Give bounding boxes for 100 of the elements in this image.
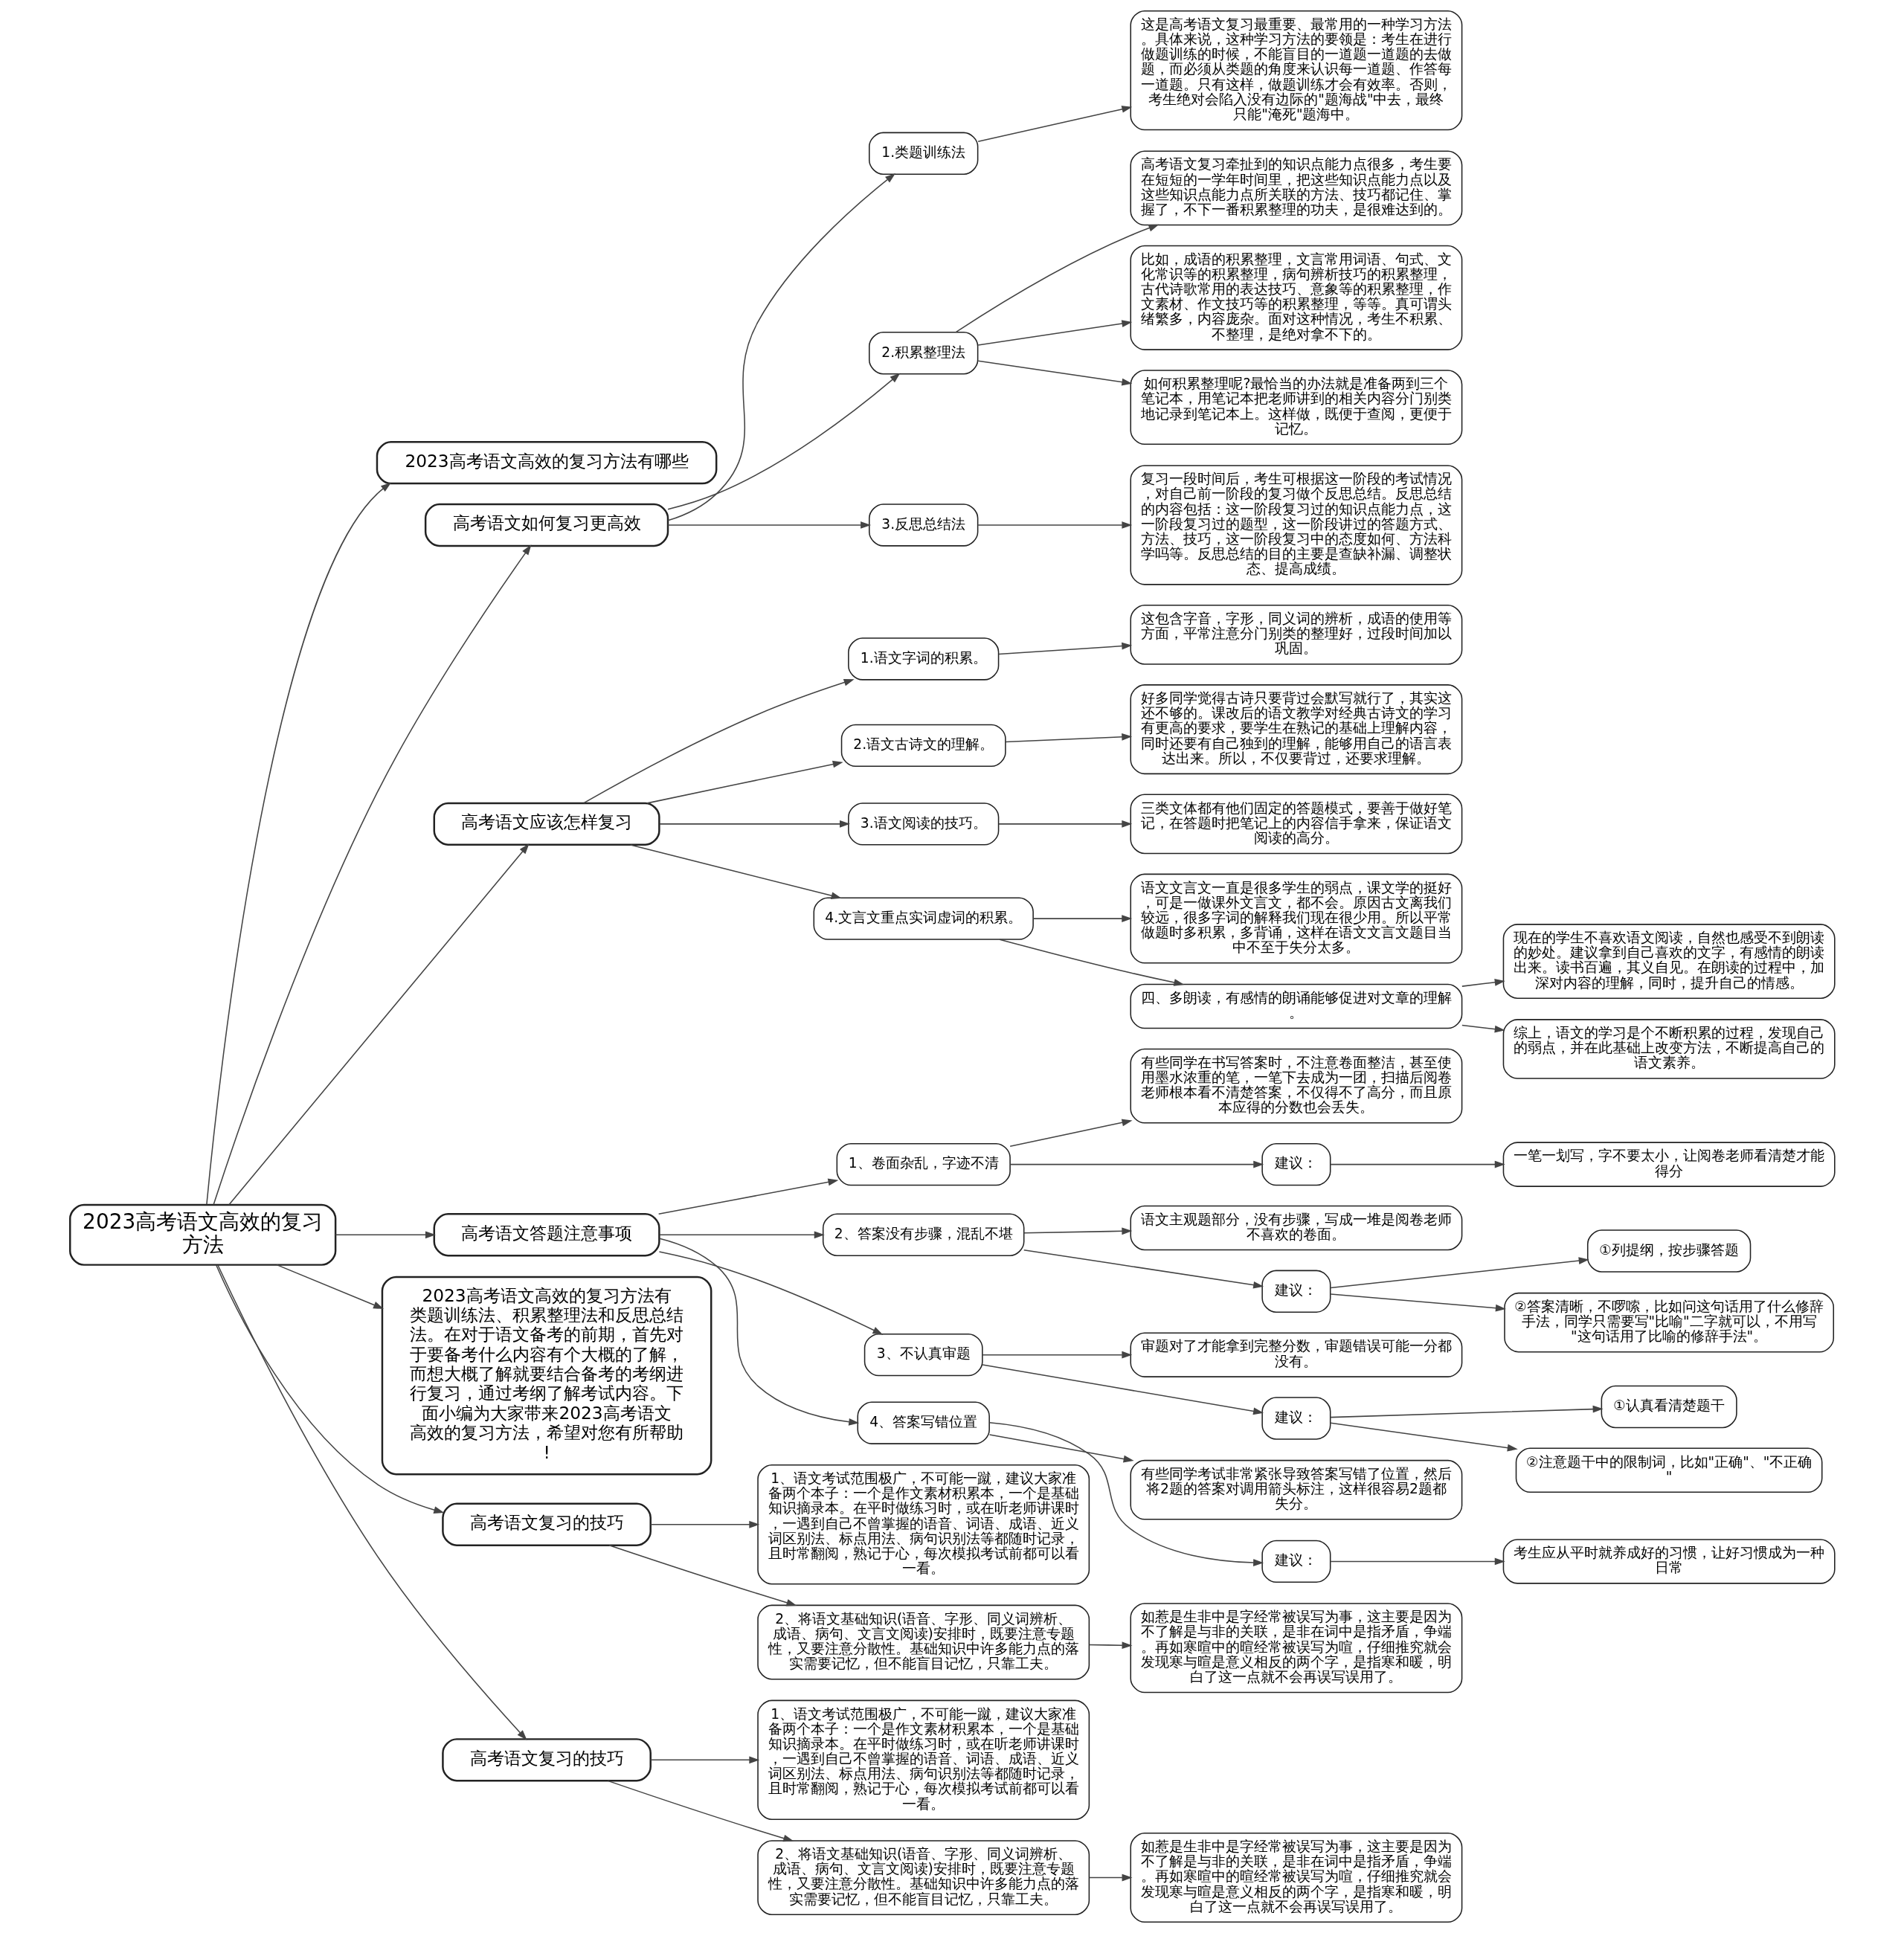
arrow xyxy=(666,521,871,529)
node-box: 高考语文复习的技巧 xyxy=(441,1738,652,1782)
node-box: 建议： xyxy=(1261,1540,1331,1583)
node-box: 如惹是生非中是字经常被误写为事，这主要是因为不了解是与非的关联，是非在词中是指矛盾，争端。再如寒暄中的暄经常被误写为喧，仔细推究就会发现寒与暄是意义相反的两个字，是指寒和暖，明白了这一点就不会再误写误用了。 xyxy=(1129,1603,1462,1694)
node-box: 复习一段时间后，考生可根据这一阶段的考试情况，对自己前一阶段的复习做个反思总结。反思总结的内容包括：这一阶段复习过的知识点能力点，这一阶段复习过的题型，这一阶段讲过的答题方式、方法、技巧，这一阶段复习中的态度如何、方法科学吗等。反思总结的目的主要是查缺补漏、调整状态、提高成绩。 xyxy=(1129,465,1462,585)
arrow xyxy=(666,373,900,510)
node-box: 2、将语文基础知识(语音、字形、同义词辨析、成语、病句、文言文阅读)安排时，既要注意专题性，又要注意分散性。基础知识中许多能力点的落实需要记忆，但不能盲目记忆，只靠工夫。 xyxy=(756,1840,1090,1915)
arrow xyxy=(988,1434,1134,1463)
node-box: 有些同学在书写答案时，不注意卷面整洁，甚至使用墨水浓重的笔，一笔下去成为一团，扫描后阅卷老师根本看不清楚答案，不仅得不了高分，而且原本应得的分数也会丢失。 xyxy=(1129,1048,1462,1124)
node-box: 高考语文复习牵扯到的知识点能力点很多，考生要在短短的一学年时间里，把这些知识点能力点以及这些知识点能力点所关联的方法、技巧都记住、掌握了，不下一番积累整理的功夫，是很难达到的。 xyxy=(1129,150,1462,226)
node-box: 2.积累整理法 xyxy=(868,332,978,375)
arrow xyxy=(666,173,895,521)
arrow xyxy=(1329,1405,1604,1418)
arrow xyxy=(629,844,842,899)
node-box: 建议： xyxy=(1261,1397,1331,1440)
node-box: 现在的学生不喜欢语文阅读，自然也感受不到朗读的妙处。建议拿到自己喜欢的文字，有感情的朗读出来。读书百遍，其义自见。在朗读的过程中，加深对内容的理解，同时，提升自己的情感。 xyxy=(1502,924,1836,999)
node-box: 这包含字音，字形，同义词的辨析，成语的使用等方面，平常注意分门别类的整理好，过段时间加以巩固。 xyxy=(1129,605,1462,665)
arrow xyxy=(1329,1293,1506,1312)
arrow xyxy=(658,1231,825,1239)
node-box: 1.类题训练法 xyxy=(868,132,978,175)
arrow xyxy=(1004,733,1132,743)
node-box: 如何积累整理呢?最恰当的办法就是准备两到三个笔记本，用笔记本把老师讲到的相关内容分门别类地记录到笔记本上。这样做，既便于查阅，更便于记忆。 xyxy=(1129,370,1462,446)
arrow xyxy=(649,1520,759,1528)
node-box: 比如，成语的积累整理，文言常用词语、句式、文化常识等的积累整理，病句辨析技巧的积累整理，古代诗歌常用的表达技巧、意象等的积累整理，作文素材、作文技巧等的积累整理，等等。真可谓头绪繁多，内容庞杂。面对这种情况，考生不积累、不整理，是绝对拿不下的。 xyxy=(1129,245,1462,350)
arrow xyxy=(607,1780,794,1842)
node-box: 3.语文阅读的技巧。 xyxy=(847,803,999,846)
node-box: 2、将语文基础知识(语音、字形、同义词辨析、成语、病句、文言文阅读)安排时，既要注意专题性，又要注意分散性。基础知识中许多能力点的落实需要记忆，但不能盲目记忆，只靠工夫。 xyxy=(756,1604,1090,1680)
node-box: 如惹是生非中是字经常被误写为事，这主要是因为不了解是与非的关联，是非在词中是指矛盾，争端。再如寒暄中的暄经常被误写为喧，仔细推究就会发现寒与暄是意义相反的两个字，是指寒和暖，明白了这一点就不会再误写误用了。 xyxy=(1129,1833,1462,1923)
arrow xyxy=(998,939,1184,986)
node-box: ②注意题干中的限制词，比如"正确"、"不正确" xyxy=(1515,1447,1822,1493)
node-box: 1、语文考试范围极广，不可能一蹴，建议大家准备两个本子：一个是作文素材积累本，一个是基础知识摘录本。在平时做练习时，或在听老师讲课时，一遇到自己不曾掌握的语音、词语、成语、近义词区别法、标点用法、病句识别法等都随时记录，且时常翻阅，熟记于心，每次模拟考试前都可以看一看。 xyxy=(756,1464,1090,1585)
arrow xyxy=(608,1544,797,1606)
arrow xyxy=(1023,1249,1264,1289)
node-box: 高考语文复习的技巧 xyxy=(441,1502,652,1546)
arrow xyxy=(977,360,1132,386)
node-box: ①认真看清楚题干 xyxy=(1601,1385,1737,1429)
arrow xyxy=(1329,1557,1505,1566)
node-box: 好多同学觉得古诗只要背过会默写就行了，其实这还不够的。课改后的语文教学对经典古诗文的学习有更高的要求，要学生在熟记的基础上理解内容，同时还要有自己独到的理解，能够用自己的语言表达出来。所以，不仅要背过，还要求理解。 xyxy=(1129,684,1462,775)
arrow xyxy=(954,224,1159,333)
arrow xyxy=(649,1756,759,1764)
arrow xyxy=(1032,915,1132,922)
arrow xyxy=(212,544,531,1206)
node-box: 四、多朗读，有感情的朗诵能够促进对文章的理解。 xyxy=(1129,983,1462,1029)
node-box: 语文文言文一直是很多学生的弱点，课文学的挺好，可是一做课外文言文，都不会。原因古文离我们较远，很多字词的解释我们现在很少用。所以平常做题时多积累，多背诵，这样在语文文言文题目当中不至于失分太多。 xyxy=(1129,873,1462,964)
node-box: 考生应从平时就养成好的习惯，让好习惯成为一种日常 xyxy=(1502,1539,1836,1584)
arrow xyxy=(1329,1422,1518,1452)
node-box: ①列提纲，按步骤答题 xyxy=(1586,1229,1751,1273)
node-box: 1、语文考试范围极广，不可能一蹴，建议大家准备两个本子：一个是作文素材积累本，一个是基础知识摘录本。在平时做练习时，或在听老师讲课时，一遇到自己不曾掌握的语音、词语、成语、近义词区别法、标点用法、病句识别法等都随时记录，且时常翻阅，熟记于心，每次模拟考试前都可以看一看。 xyxy=(756,1699,1090,1820)
arrow xyxy=(997,642,1132,655)
node-box: 审题对了才能拿到完整分数，审题错误可能一分都没有。 xyxy=(1129,1332,1462,1377)
arrow xyxy=(1461,1024,1505,1033)
node-box: 一笔一划写，字不要太小，让阅卷老师看清楚才能得分 xyxy=(1502,1142,1836,1187)
arrow xyxy=(1088,1641,1133,1650)
arrow xyxy=(228,843,530,1206)
node-box: 建议： xyxy=(1261,1142,1331,1186)
arrow xyxy=(1329,1160,1505,1168)
arrow xyxy=(1009,1160,1264,1168)
node-box: 1.语文字词的积累。 xyxy=(847,637,999,681)
arrow xyxy=(977,106,1132,142)
arrow xyxy=(658,1251,883,1335)
arrow xyxy=(981,1351,1132,1359)
arrow xyxy=(977,521,1132,529)
node-box: 2、答案没有步骤，混乱不堪 xyxy=(822,1213,1024,1256)
arrow xyxy=(215,1264,444,1514)
arrow xyxy=(977,320,1132,346)
node-box: 4、答案写错位置 xyxy=(857,1401,990,1444)
arrow xyxy=(1461,978,1505,987)
arrow xyxy=(657,1178,838,1215)
node-box: 有些同学考试非常紧张导致答案写错了位置，然后将2题的答案对调用箭头标注，这样很容易2题都失分。 xyxy=(1129,1459,1462,1520)
arrow xyxy=(1009,1119,1133,1148)
node-box: 高考语文答题注意事项 xyxy=(433,1213,660,1257)
arrow xyxy=(646,760,843,804)
node-box: 建议： xyxy=(1261,1270,1331,1313)
node-box: 3.反思总结法 xyxy=(868,504,978,547)
node-box: 语文主观题部分，没有步骤，写成一堆是阅卷老师不喜欢的卷面。 xyxy=(1129,1205,1462,1251)
node-box: 三类文体都有他们固定的答题模式，要善于做好笔记，在答题时把笔记上的内容信手拿来，保证语文阅读的高分。 xyxy=(1129,794,1462,855)
node-box: 3、不认真审题 xyxy=(863,1333,983,1377)
arrow xyxy=(997,820,1132,828)
node-box: 4.文言文重点实词虚词的积累。 xyxy=(813,897,1034,940)
arrow xyxy=(275,1264,384,1309)
arrow xyxy=(988,1421,1264,1566)
node-box: 高考语文如何复习更高效 xyxy=(424,503,669,547)
arrow xyxy=(582,678,855,804)
arrow xyxy=(216,1264,527,1740)
node-box: 2023高考语文高效的复习方法有类题训练法、积累整理法和反思总结法。在对于语文备考的前期，首先对于要备考什么内容有个大概的了解，而想大概了解就要结合备考的考纲进行复习，通过考纲了解考试内容。下面小编为大家带来2023高考语文高效的复习方法，希望对您有所帮助! xyxy=(381,1276,712,1476)
arrow xyxy=(1088,1874,1133,1882)
node-box: 2023高考语文高效的复习方法 xyxy=(68,1203,336,1266)
node-box: 1、卷面杂乱，字迹不清 xyxy=(836,1142,1011,1186)
arrow xyxy=(658,820,850,828)
arrow xyxy=(981,1364,1264,1415)
node-box: 综上，语文的学习是个不断积累的过程，发现自己的弱点，并在此基础上改变方法，不断提高自己的语文素养。 xyxy=(1502,1019,1836,1079)
node-box: 2.语文古诗文的理解。 xyxy=(840,724,1006,768)
arrow xyxy=(1329,1257,1589,1289)
arrow xyxy=(658,1238,859,1426)
node-box: 2023高考语文高效的复习方法有哪些 xyxy=(376,441,717,485)
arrow xyxy=(334,1231,436,1239)
arrow xyxy=(205,482,391,1206)
node-box: 高考语文应该怎样复习 xyxy=(433,802,660,846)
node-box: ②答案清晰，不啰嗦，比如问这句话用了什么修辞手法，同学只需要写"比喻"二字就可以，不用写"这句话用了比喻的修辞手法"。 xyxy=(1503,1292,1834,1353)
node-box: 这是高考语文复习最重要、最常用的一种学习方法。具体来说，这种学习方法的要领是：考生在进行做题训练的时候，不能盲目的一道题一道题的去做题，而必须从类题的角度来认识每一道题、作答每一道题。只有这样，做题训练才会有效率。否则，考生绝对会陷入没有边际的"题海战"中去，最终只能"淹死"题海中。 xyxy=(1129,10,1462,131)
